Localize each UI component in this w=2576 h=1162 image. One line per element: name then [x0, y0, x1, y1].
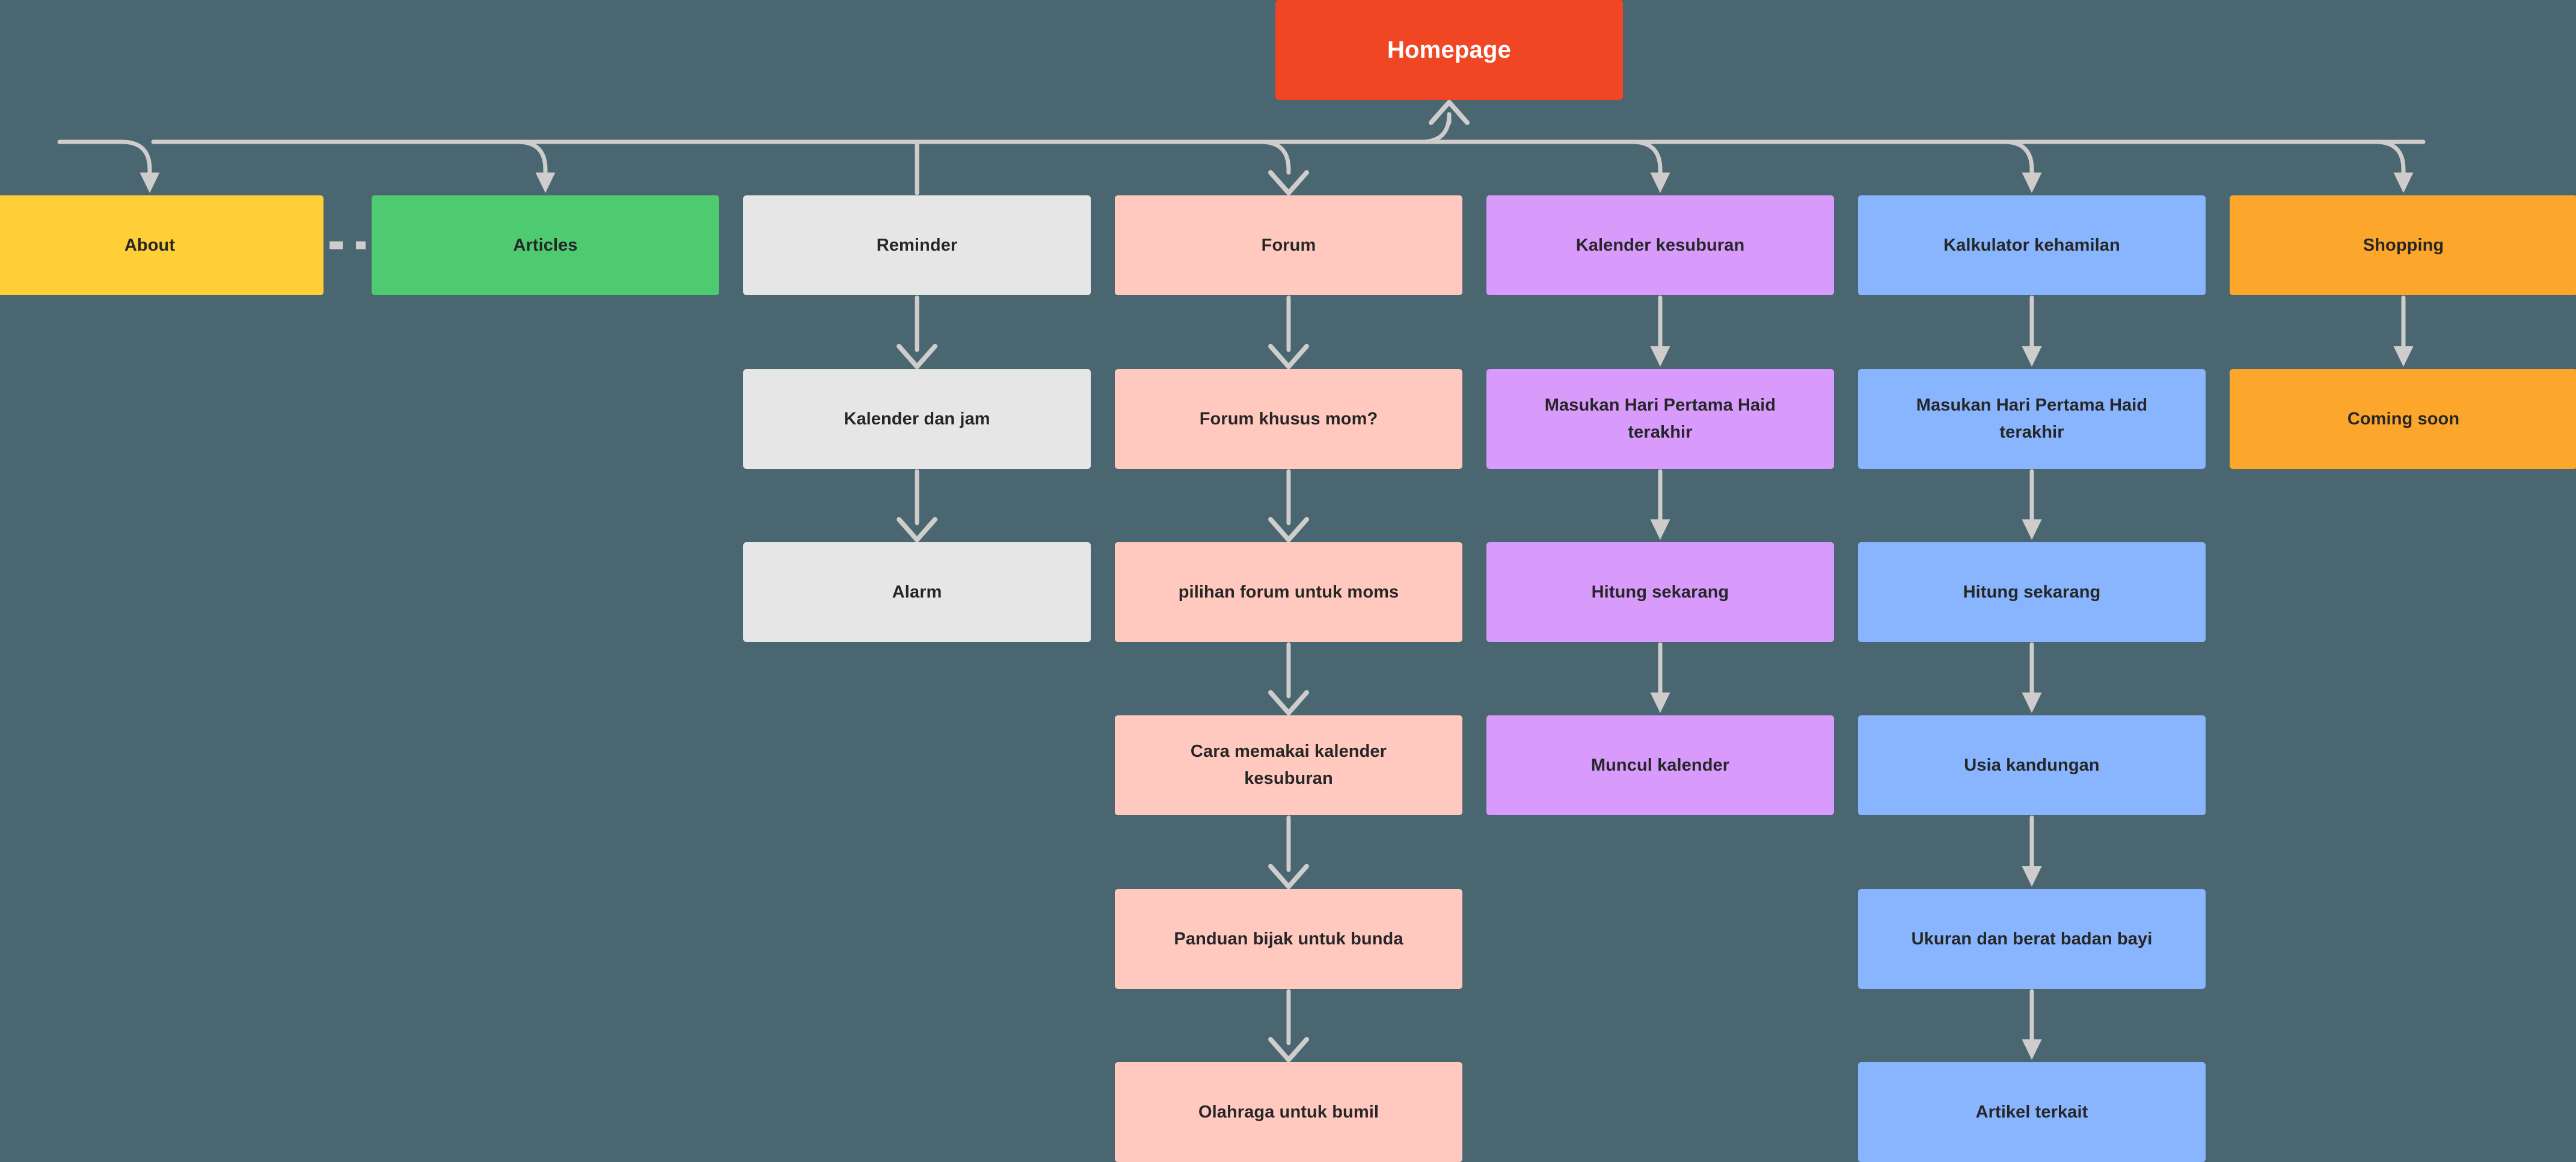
node-hitung-ungu[interactable]: Hitung sekarang: [1486, 542, 1834, 642]
node-forum[interactable]: Forum: [1115, 195, 1462, 295]
node-about[interactable]: About: [0, 195, 324, 295]
connector-haidungu-hitung-head: [1650, 519, 1670, 540]
node-usia-kand[interactable]: Usia kandungan: [1858, 715, 2206, 815]
connector-kehamilan-haid-head: [2022, 346, 2042, 367]
node-label: Kalkulator kehamilan: [1943, 235, 2120, 255]
node-label: Coming soon: [2347, 409, 2460, 429]
connector-forum-khusus-edge-head: [1268, 344, 1309, 369]
node-label: Reminder: [876, 235, 958, 255]
node-label: pilihan forum untuk moms: [1178, 582, 1399, 602]
node-label: Hitung sekarang: [1591, 582, 1729, 602]
node-label: Usia kandungan: [1964, 755, 2100, 775]
connector-shopping-coming-head: [2393, 346, 2414, 367]
connector-kesuburan-haid-head: [1650, 346, 1670, 367]
node-artikel[interactable]: Artikel terkait: [1858, 1062, 2206, 1162]
connector-bus-to-articles-head: [535, 173, 556, 193]
connector-bus-to-shopping: [2311, 139, 2406, 175]
connector-bus-to-kesuburan-head: [1650, 173, 1670, 193]
connector-bus-to-kesuburan: [1568, 139, 1663, 175]
node-label: Shopping: [2363, 235, 2444, 255]
node-articles[interactable]: Articles: [372, 195, 719, 295]
connector-bus-to-articles: [453, 139, 548, 175]
node-label: Hitung sekarang: [1963, 582, 2101, 602]
connector-bus-to-forum-head: [1268, 170, 1309, 195]
connector-bus-to-homepage-head: [1429, 100, 1470, 125]
node-label: About: [124, 235, 176, 255]
node-label: Artikel terkait: [1975, 1102, 2088, 1122]
connector-hitungbiru-usia-head: [2022, 693, 2042, 713]
node-label: Kalender kesuburan: [1575, 235, 1745, 255]
node-muncul-kal[interactable]: Muncul kalender: [1486, 715, 1834, 815]
node-kesuburan[interactable]: Kalender kesuburan: [1486, 195, 1834, 295]
connector-bus-to-homepage: [1363, 112, 1452, 144]
node-label: Homepage: [1387, 36, 1512, 63]
node-homepage[interactable]: Homepage: [1275, 0, 1623, 100]
connector-bus-to-about-head: [140, 173, 160, 193]
node-ukuran-berat[interactable]: Ukuran dan berat badan bayi: [1858, 889, 2206, 989]
node-haid-ungu[interactable]: Masukan Hari Pertama Haid terakhir: [1486, 369, 1834, 469]
node-olahraga[interactable]: Olahraga untuk bumil: [1115, 1062, 1462, 1162]
node-kehamilan[interactable]: Kalkulator kehamilan: [1858, 195, 2206, 295]
node-alarm[interactable]: Alarm: [743, 542, 1091, 642]
connector-bus-to-kehamilan: [1939, 139, 2034, 175]
node-pilihan-forum[interactable]: pilihan forum untuk moms: [1115, 542, 1462, 642]
connector-kalender-alarm-head: [897, 517, 937, 542]
node-label: Cara memakai kalender kesuburan: [1190, 742, 1387, 788]
node-label: Ukuran dan berat badan bayi: [1911, 929, 2153, 949]
node-haid-biru[interactable]: Masukan Hari Pertama Haid terakhir: [1858, 369, 2206, 469]
node-panduan[interactable]: Panduan bijak untuk bunda: [1115, 889, 1462, 989]
node-label: Forum khusus mom?: [1199, 409, 1378, 429]
node-reminder[interactable]: Reminder: [743, 195, 1091, 295]
connector-haidbiru-hitung-head: [2022, 519, 2042, 540]
node-label: Alarm: [892, 582, 942, 602]
node-forum-khusus[interactable]: Forum khusus mom?: [1115, 369, 1462, 469]
connector-bus-to-about: [57, 139, 152, 175]
node-label: Articles: [513, 235, 578, 255]
connector-bus-to-kehamilan-head: [2022, 173, 2042, 193]
node-coming-soon[interactable]: Coming soon: [2230, 369, 2576, 469]
connector-pilihan-cara-head: [1268, 690, 1309, 715]
node-label: Kalender dan jam: [844, 409, 990, 429]
connector-panduan-olahraga-head: [1268, 1037, 1309, 1062]
connector-bus-to-forum: [1196, 139, 1291, 175]
connector-reminder-kalender-head: [897, 344, 937, 369]
connector-usia-ukuran-head: [2022, 866, 2042, 887]
node-kalender-jam[interactable]: Kalender dan jam: [743, 369, 1091, 469]
node-label: Panduan bijak untuk bunda: [1174, 929, 1403, 949]
node-label: Masukan Hari Pertama Haid terakhir: [1916, 396, 2148, 442]
connector-hitungungu-muncul-head: [1650, 693, 1670, 713]
connector-forumkhusus-pilihan-head: [1268, 517, 1309, 542]
node-label: Olahraga untuk bumil: [1198, 1102, 1379, 1122]
connector-ukuran-artikel-head: [2022, 1039, 2042, 1060]
node-label: Forum: [1261, 235, 1316, 255]
node-label: Muncul kalender: [1590, 755, 1730, 775]
node-cara-memakai[interactable]: Cara memakai kalender kesuburan: [1115, 715, 1462, 815]
node-hitung-biru[interactable]: Hitung sekarang: [1858, 542, 2206, 642]
node-label: Masukan Hari Pertama Haid terakhir: [1544, 396, 1776, 442]
node-shopping[interactable]: Shopping: [2230, 195, 2576, 295]
connector-cara-panduan-head: [1268, 864, 1309, 889]
connector-bus-to-shopping-head: [2393, 173, 2414, 193]
